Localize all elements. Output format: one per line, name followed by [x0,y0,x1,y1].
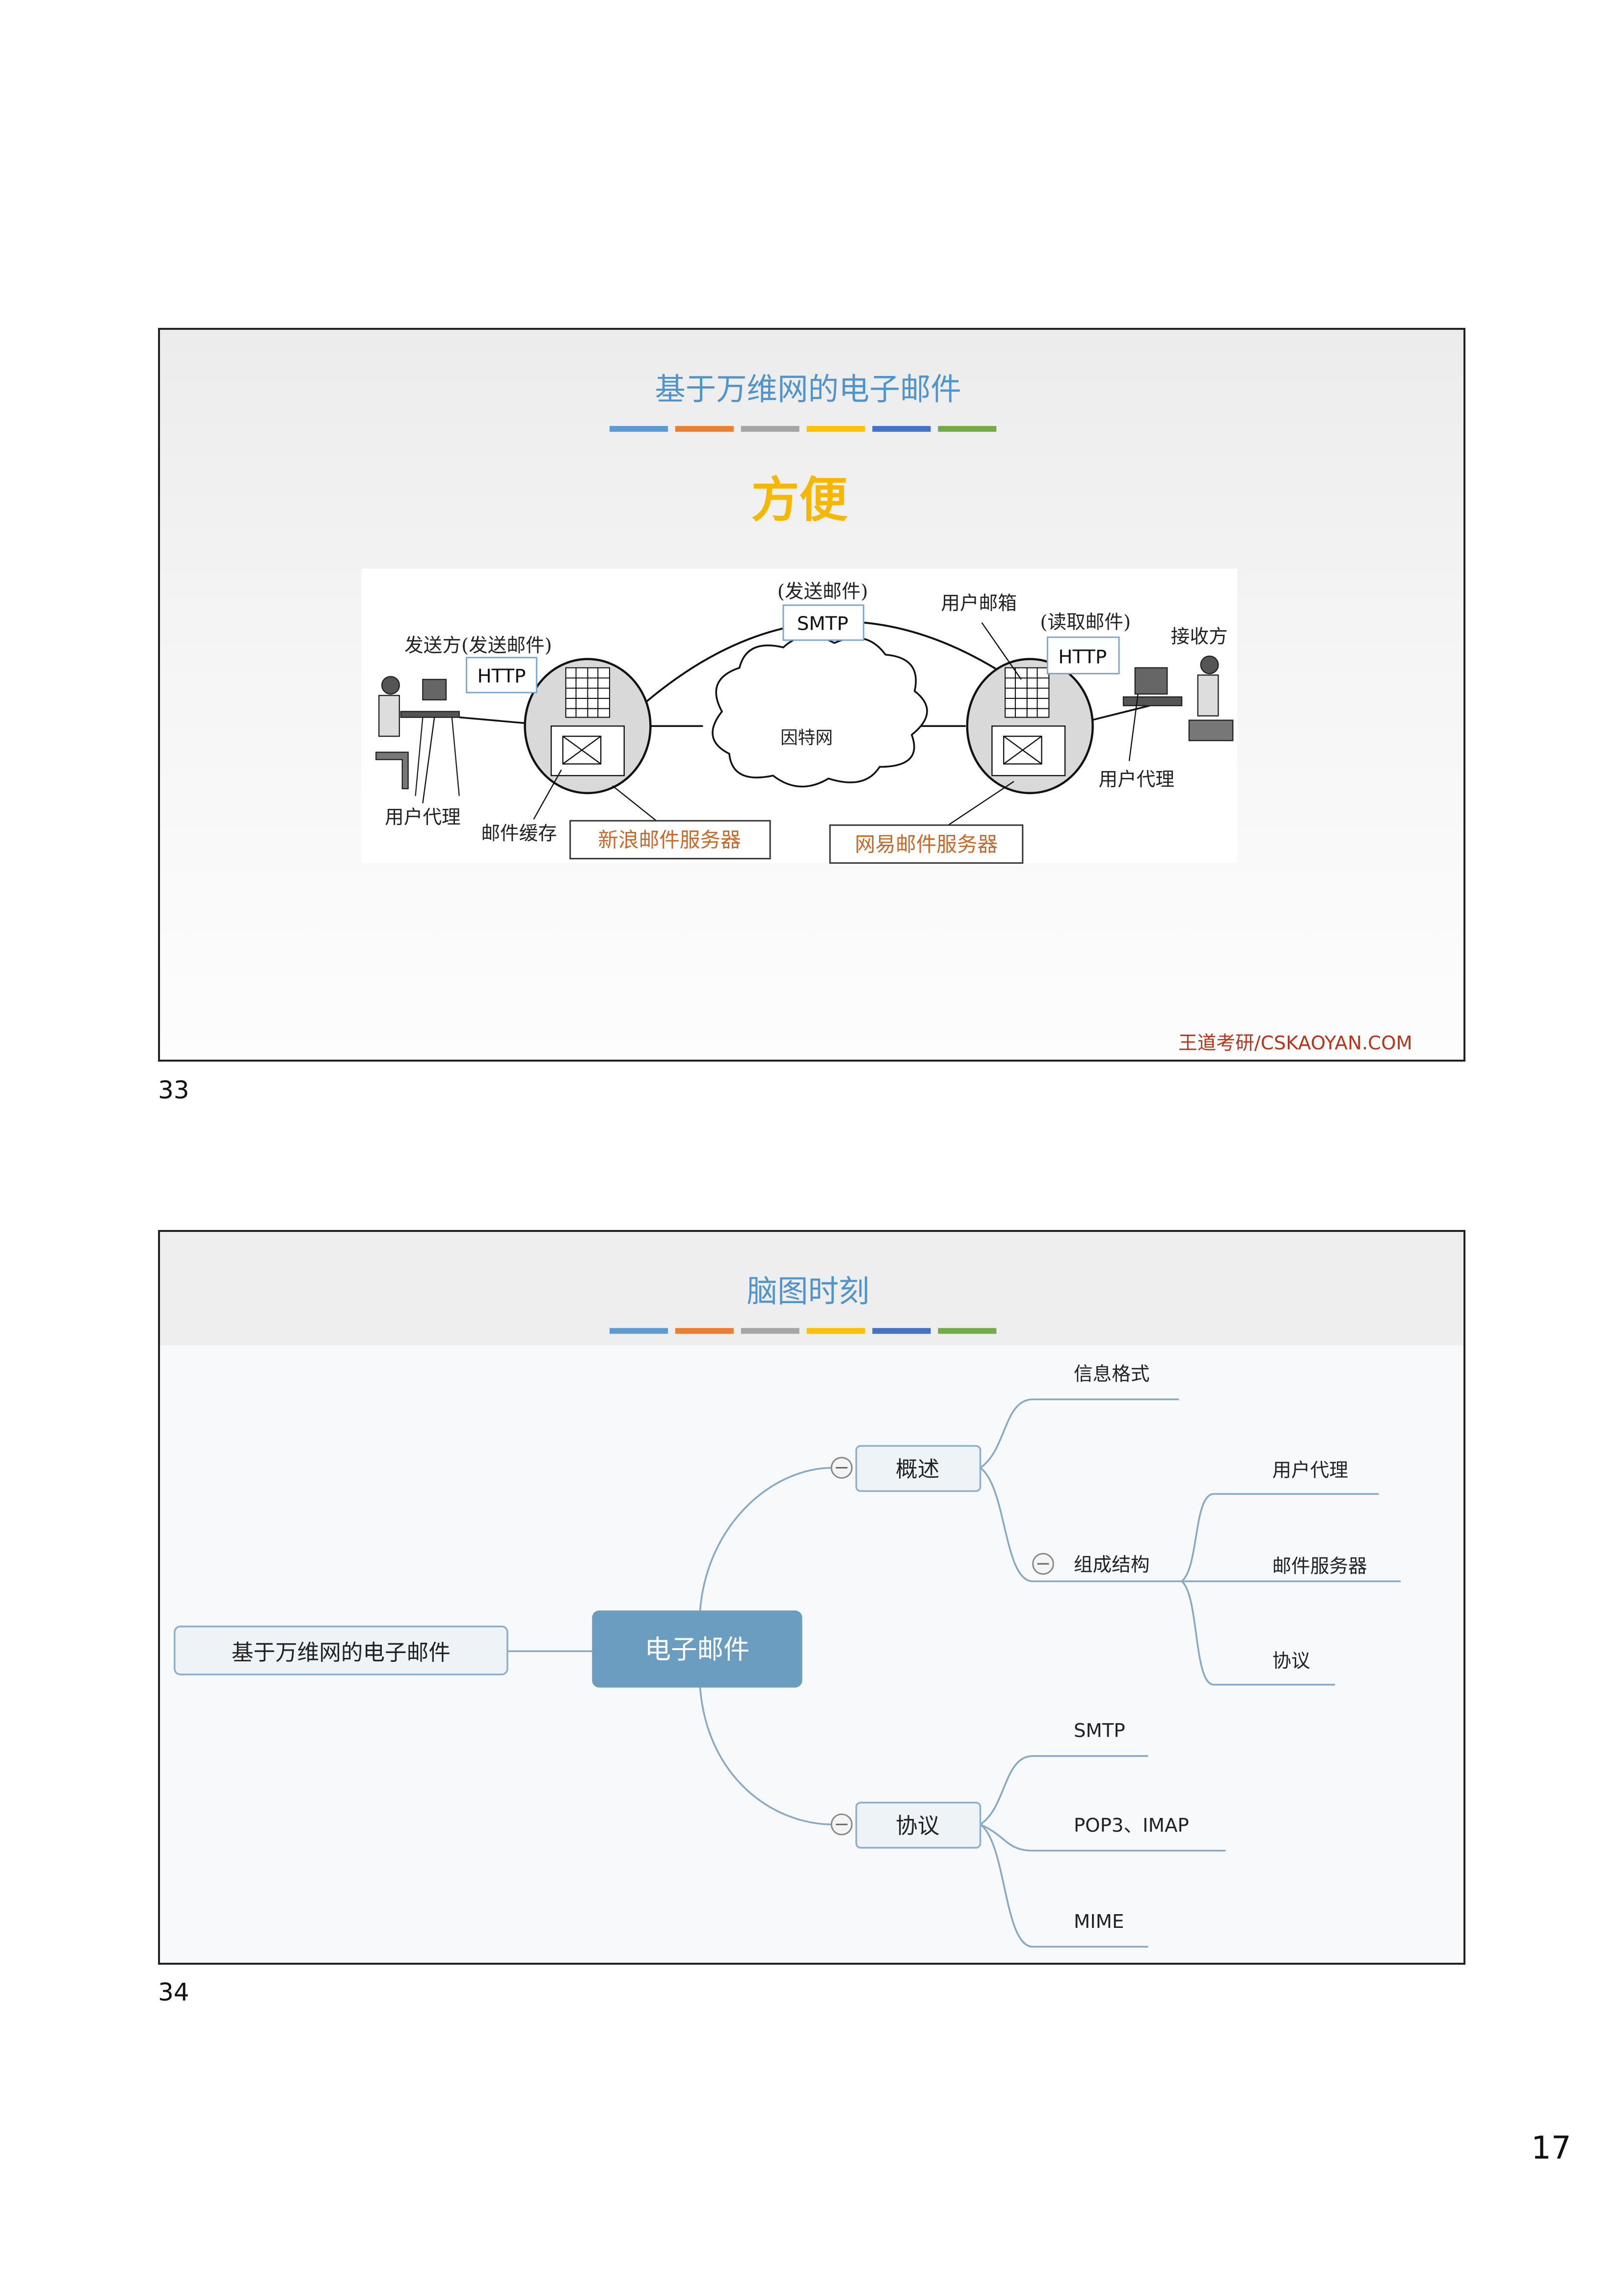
color-bar-darkblue [872,1328,931,1334]
color-bar-yellow [806,426,865,432]
user-agent-left-label: 用户代理 [385,806,461,828]
mindmap-connector [980,1823,1148,1948]
mindmap-connector [980,1823,1226,1852]
mindmap-node-protocols[interactable] [855,1801,982,1849]
netease-server-label: 网易邮件服务器 [855,832,998,856]
mindmap-leaf-user-agent: 用户代理 [1272,1459,1348,1481]
http-right-label: HTTP [1058,646,1107,668]
collapse-icon[interactable] [1032,1553,1054,1575]
collapse-icon[interactable] [830,1457,853,1479]
mailbox-grid-icon [565,667,1050,718]
mindmap-leaf-mime: MIME [1074,1911,1124,1933]
mindmap-protocols-label: 协议 [896,1813,939,1839]
mindmap-connector [699,1467,833,1611]
sina-server-label: 新浪邮件服务器 [598,828,741,852]
footer-brand: 王道考研/CSKAOYAN.COM [1178,1032,1412,1054]
mindmap-leaf-smtp: SMTP [1074,1720,1125,1742]
color-bar-blue [610,426,668,432]
mindmap-leaf-message-format: 信息格式 [1074,1363,1150,1386]
color-bar-darkblue [872,426,931,432]
color-bar-gray [741,1328,799,1334]
netease-server-box [829,824,1024,864]
pointer-line [1128,694,1139,761]
link-line [459,716,525,724]
smtp-note: (发送邮件) [777,581,868,603]
user-agent-right-label: 用户代理 [1098,769,1174,791]
mindmap-root-label: 基于万维网的电子邮件 [232,1640,451,1665]
read-note: (读取邮件) [1040,611,1131,633]
pointer-line [612,785,657,822]
link-line [1091,705,1150,721]
http-left-box [466,657,537,694]
mindmap-overview-label: 概述 [896,1456,939,1482]
slide-number-34: 34 [158,1978,189,2006]
mindmap-center-node[interactable] [592,1610,802,1688]
color-bar-yellow [806,1328,865,1334]
mindmap-connector [980,1398,1179,1468]
color-bar-orange [675,1328,734,1334]
mindmap-root-node[interactable] [173,1626,508,1676]
http-right-box [1046,636,1120,674]
smtp-box [782,604,865,641]
color-bar-green [938,426,997,432]
color-bars [610,1328,997,1334]
sender-person-icon [375,676,460,796]
slide-34-canvas: 脑图时刻 基于万维网的电子邮件 电子邮件 概述 协议 信息格式 组成结构 用户代… [160,1232,1463,1963]
receiver-person-icon [1122,655,1234,742]
slide-34: 脑图时刻 基于万维网的电子邮件 电子邮件 概述 协议 信息格式 组成结构 用户代… [158,1230,1465,1965]
internet-cloud-icon [712,635,928,788]
sina-server-box [569,820,771,859]
color-bar-gray [741,426,799,432]
slide-33: 基于万维网的电子邮件 方便 因特网 [158,328,1465,1062]
http-left-label: HTTP [478,665,526,687]
color-bar-blue [610,1328,668,1334]
slide-33-canvas: 基于万维网的电子邮件 方便 因特网 [160,330,1463,1060]
receiver-label: 接收方 [1171,626,1228,648]
envelope-icon [550,725,1066,776]
mindmap-leaf-mail-server: 邮件服务器 [1272,1555,1367,1577]
mindmap [507,1398,1401,1948]
pointer-line [533,769,562,820]
mindmap-connector [699,1687,833,1825]
slide-number-33: 33 [158,1076,189,1104]
pointer-line [422,717,435,803]
smtp-label: SMTP [797,613,849,635]
mindmap-leaf-protocol: 协议 [1272,1650,1310,1672]
color-bars [610,426,997,432]
mindmap-connector [1181,1493,1379,1582]
page-number: 17 [1531,2130,1571,2166]
mindmap-leaf-pop3-imap: POP3、IMAP [1074,1815,1189,1837]
color-bar-orange [675,426,734,432]
slide-subtitle: 方便 [751,472,848,528]
collapse-icon[interactable] [830,1813,853,1836]
mail-cache-label: 邮件缓存 [481,823,557,845]
slide-title: 基于万维网的电子邮件 [655,372,961,407]
mindmap-connector [980,1467,1182,1582]
slide-title: 脑图时刻 [747,1273,870,1309]
internet-label: 因特网 [780,728,833,748]
pointer-line [981,622,1022,680]
email-diagram: 因特网 (发送邮件) SMTP 用户邮箱 (读取邮件) HTTP 接收方 发送方… [361,568,1237,864]
mindmap-node-components[interactable]: 组成结构 [1074,1554,1150,1576]
mindmap-connector [980,1755,1148,1825]
mindmap-connector [1181,1580,1335,1686]
sender-label: 发送方(发送邮件) [404,635,552,657]
slide-background [160,1232,1463,1963]
mindmap-center-label: 电子邮件 [644,1634,749,1665]
mindmap-node-overview[interactable] [855,1445,982,1492]
slide-header-band [160,1232,1463,1346]
mailbox-label: 用户邮箱 [941,592,1017,614]
color-bar-green [938,1328,997,1334]
pointer-line [948,781,1014,826]
